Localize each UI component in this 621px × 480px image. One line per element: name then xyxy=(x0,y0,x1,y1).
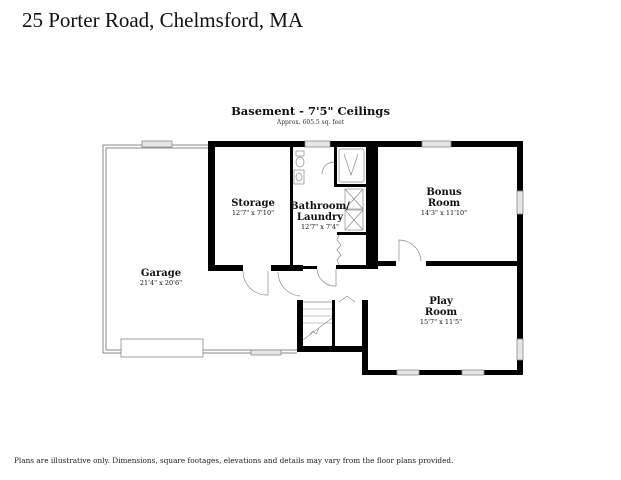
stairs xyxy=(302,308,333,341)
room-name: Bonus xyxy=(426,187,462,198)
room-label-garage: Garage 21'4" x 20'6" xyxy=(140,268,182,287)
garage-door xyxy=(120,338,204,358)
room-label-play: Play Room 15'7" x 11'5" xyxy=(420,296,462,326)
room-dimensions: 14'3" x 11'10" xyxy=(420,209,468,217)
floor-area: Approx. 605.5 sq. feet xyxy=(276,119,345,126)
room-dimensions: 12'7" x 7'4" xyxy=(300,223,340,231)
garage-walls xyxy=(102,144,297,354)
room-name: Room xyxy=(424,307,458,318)
room-label-bathroom-laundry: Bathroom/ Laundry 12'7" x 7'4" xyxy=(290,201,350,231)
room-name: Laundry xyxy=(296,212,344,223)
windows xyxy=(304,140,524,376)
room-name: Garage xyxy=(140,268,182,279)
room-name: Room xyxy=(427,198,461,209)
room-dimensions: 12'7" x 7'10" xyxy=(231,209,275,217)
room-name: Play xyxy=(429,296,453,307)
room-dimensions: 15'7" x 11'5" xyxy=(419,318,463,326)
floor-plan-heading: Basement - 7'5" Ceilings Approx. 605.5 s… xyxy=(0,104,621,126)
disclaimer: Plans are illustrative only. Dimensions,… xyxy=(14,456,454,465)
room-label-storage: Storage 12'7" x 7'10" xyxy=(231,198,275,217)
thick-walls xyxy=(208,141,523,375)
bath-fixtures xyxy=(293,148,365,231)
room-name: Storage xyxy=(231,198,275,209)
toilet-bowl xyxy=(295,156,305,168)
toilet xyxy=(295,150,305,157)
window xyxy=(141,140,173,148)
room-label-bonus: Bonus Room 14'3" x 11'10" xyxy=(421,187,467,217)
room-name: Bathroom/ xyxy=(290,201,350,212)
floor-level-title: Basement - 7'5" Ceilings xyxy=(231,104,390,118)
window xyxy=(250,349,282,356)
doors xyxy=(242,161,422,303)
property-address: 25 Porter Road, Chelmsford, MA xyxy=(22,8,304,32)
room-dimensions: 21'4" x 20'6" xyxy=(139,279,183,287)
